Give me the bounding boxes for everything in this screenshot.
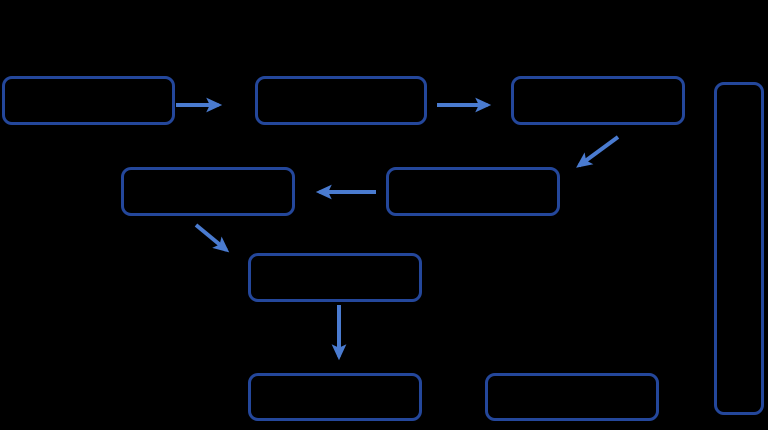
edge-node-3-to-node-6: [576, 135, 620, 168]
node-box-4-tall-sidebar[interactable]: [714, 82, 764, 415]
node-box-2[interactable]: [255, 76, 427, 125]
node-box-3[interactable]: [511, 76, 685, 125]
node-box-1[interactable]: [2, 76, 175, 125]
edge-node-5-to-node-7: [194, 223, 230, 253]
node-box-6[interactable]: [386, 167, 560, 216]
node-box-7[interactable]: [248, 253, 422, 302]
edges-group: [176, 97, 620, 361]
node-box-8[interactable]: [248, 373, 422, 421]
node-box-5[interactable]: [121, 167, 295, 216]
node-box-9[interactable]: [485, 373, 659, 421]
